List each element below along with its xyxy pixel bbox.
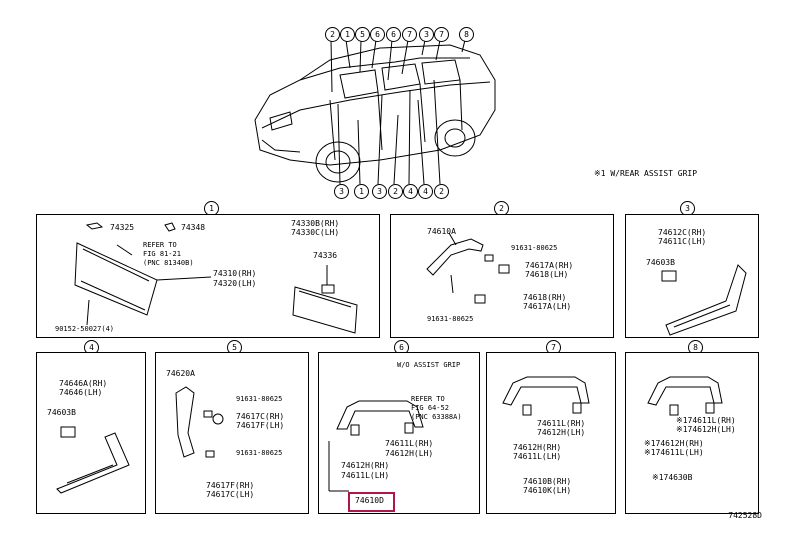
label-74612h-lh-p7: 74612H(LH) bbox=[537, 428, 586, 437]
panel-6-number: 6 bbox=[394, 340, 409, 355]
label-s1-74611l-rh: ※174611L(RH) bbox=[676, 416, 736, 425]
label-74348: 74348 bbox=[181, 223, 206, 232]
label-74612h-lh-p6: 74612H(LH) bbox=[385, 449, 434, 458]
label-s1-74612h-lh: ※174612H(LH) bbox=[676, 425, 736, 434]
label-91631-80625-bottom-p5: 91631-80625 bbox=[236, 449, 283, 457]
panel-8-rear-assist-grip: ※174611L(RH) ※174612H(LH) ※174612H(RH) ※… bbox=[625, 352, 759, 514]
label-74320-lh: 74320(LH) bbox=[213, 279, 257, 288]
panel-3-pillar-garnish: 74612C(RH) 74611C(LH) 74603B bbox=[625, 214, 759, 338]
callout-top-9: 8 bbox=[459, 27, 474, 42]
label-74610k-lh: 74610K(LH) bbox=[523, 486, 572, 495]
label-74310-rh: 74310(RH) bbox=[213, 269, 257, 278]
highlight-74610d bbox=[348, 492, 395, 512]
label-s1-74630b: ※174630B bbox=[652, 473, 693, 482]
label-74610a: 74610A bbox=[427, 227, 456, 236]
callout-bottom-1: 3 bbox=[334, 184, 349, 199]
label-74617c-lh: 74617C(LH) bbox=[206, 490, 255, 499]
panel-6-assist-grip: W/O ASSIST GRIP REFER TO FIG 64-52 (PNC … bbox=[318, 352, 480, 514]
label-74603b-p4: 74603B bbox=[47, 408, 76, 417]
label-refer-to-p6: REFER TO bbox=[411, 395, 445, 403]
callout-top-2: 1 bbox=[340, 27, 355, 42]
pillar-garnish-4-drawing bbox=[56, 426, 130, 494]
label-74330b-rh: 74330B(RH) bbox=[291, 219, 340, 228]
panel-4-pillar-garnish: 74646A(RH) 74646(LH) 74603B bbox=[36, 352, 146, 514]
label-74610d[interactable]: 74610D bbox=[355, 496, 384, 505]
panel-7-assist-grip: 74611L(RH) 74612H(LH) 74612H(RH) 74611L(… bbox=[486, 352, 616, 514]
diagram-id: 742528D bbox=[728, 511, 762, 520]
label-91631-80625-top: 91631-80625 bbox=[511, 244, 558, 252]
callout-top-7: 3 bbox=[419, 27, 434, 42]
callout-bottom-4: 2 bbox=[388, 184, 403, 199]
label-fig-64-52: FIG 64-52 bbox=[411, 404, 449, 412]
label-90152-50027: 90152-50027(4) bbox=[55, 325, 115, 333]
label-74617f-lh: 74617F(LH) bbox=[236, 421, 285, 430]
callout-top-4: 6 bbox=[370, 27, 385, 42]
callout-top-6: 6 bbox=[386, 27, 401, 42]
assist-grip-8-drawing bbox=[647, 376, 723, 416]
label-74618-rh: 74618(RH) bbox=[523, 293, 567, 302]
callout-bottom-7: 2 bbox=[434, 184, 449, 199]
label-74646a-rh: 74646A(RH) bbox=[59, 379, 108, 388]
label-91631-80625-top-p5: 91631-80625 bbox=[236, 395, 283, 403]
label-74611l-lh-p7: 74611L(LH) bbox=[513, 452, 562, 461]
sun-visor-drawing bbox=[74, 222, 358, 334]
label-74610b-rh: 74610B(RH) bbox=[523, 477, 572, 486]
note-rear-assist-grip: ※1 W/REAR ASSIST GRIP bbox=[594, 169, 698, 178]
assist-grip-drawing bbox=[426, 232, 510, 304]
label-74617a-lh: 74617A(LH) bbox=[523, 302, 572, 311]
callout-top-5: 7 bbox=[402, 27, 417, 42]
label-74611l-rh-p7: 74611L(RH) bbox=[537, 419, 586, 428]
panel-1-sun-visor: 74325 74348 REFER TO FIG 81-21 (PNC 8134… bbox=[36, 214, 380, 338]
label-74612h-rh-p6: 74612H(RH) bbox=[341, 461, 390, 470]
label-74646-lh: 74646(LH) bbox=[59, 388, 103, 397]
label-74612h-rh-p7: 74612H(RH) bbox=[513, 443, 562, 452]
panel-8-number: 8 bbox=[688, 340, 703, 355]
label-74611l-rh-p6: 74611L(RH) bbox=[385, 439, 434, 448]
label-74612c-rh: 74612C(RH) bbox=[658, 228, 707, 237]
callout-bottom-2: 1 bbox=[354, 184, 369, 199]
label-74617a-rh: 74617A(RH) bbox=[525, 261, 574, 270]
label-91631-80625-bottom: 91631-80625 bbox=[427, 315, 474, 323]
label-wo-assist-grip: W/O ASSIST GRIP bbox=[397, 361, 461, 369]
panel-5-assist-grip: 74620A 91631-80625 74617C(RH) 74617F(LH)… bbox=[155, 352, 309, 514]
label-pnc-81340b: (PNC 81340B) bbox=[143, 259, 194, 267]
label-74330c-lh: 74330C(LH) bbox=[291, 228, 340, 237]
label-74617c-rh: 74617C(RH) bbox=[236, 412, 285, 421]
label-74611c-lh: 74611C(LH) bbox=[658, 237, 707, 246]
assist-grip-6-drawing bbox=[328, 400, 424, 492]
label-74611l-lh-p6: 74611L(LH) bbox=[341, 471, 390, 480]
label-s1-74612h-rh: ※174612H(RH) bbox=[644, 439, 704, 448]
label-s1-74611l-lh: ※174611L(LH) bbox=[644, 448, 704, 457]
label-74603b-p3: 74603B bbox=[646, 258, 675, 267]
assist-grip-7-drawing bbox=[502, 376, 590, 416]
label-fig-81-21: FIG 81-21 bbox=[143, 250, 181, 258]
callout-bottom-3: 3 bbox=[372, 184, 387, 199]
panel-2-assist-grip: 74610A 91631-80625 74617A(RH) 74618(LH) … bbox=[390, 214, 614, 338]
label-74617f-rh: 74617F(RH) bbox=[206, 481, 255, 490]
callout-top-3: 5 bbox=[355, 27, 370, 42]
callout-top-1: 2 bbox=[325, 27, 340, 42]
assist-grip-5-drawing bbox=[175, 386, 224, 458]
label-pnc-63388a: (PNC 63388A) bbox=[411, 413, 462, 421]
label-74620a: 74620A bbox=[166, 369, 195, 378]
panel-5-number: 5 bbox=[227, 340, 242, 355]
callout-top-8: 7 bbox=[434, 27, 449, 42]
callout-bottom-6: 4 bbox=[418, 184, 433, 199]
label-74325: 74325 bbox=[110, 223, 135, 232]
callout-bottom-5: 4 bbox=[403, 184, 418, 199]
label-refer-to: REFER TO bbox=[143, 241, 177, 249]
label-74336: 74336 bbox=[313, 251, 338, 260]
pillar-garnish-drawing bbox=[661, 264, 747, 336]
label-74618-lh: 74618(LH) bbox=[525, 270, 569, 279]
